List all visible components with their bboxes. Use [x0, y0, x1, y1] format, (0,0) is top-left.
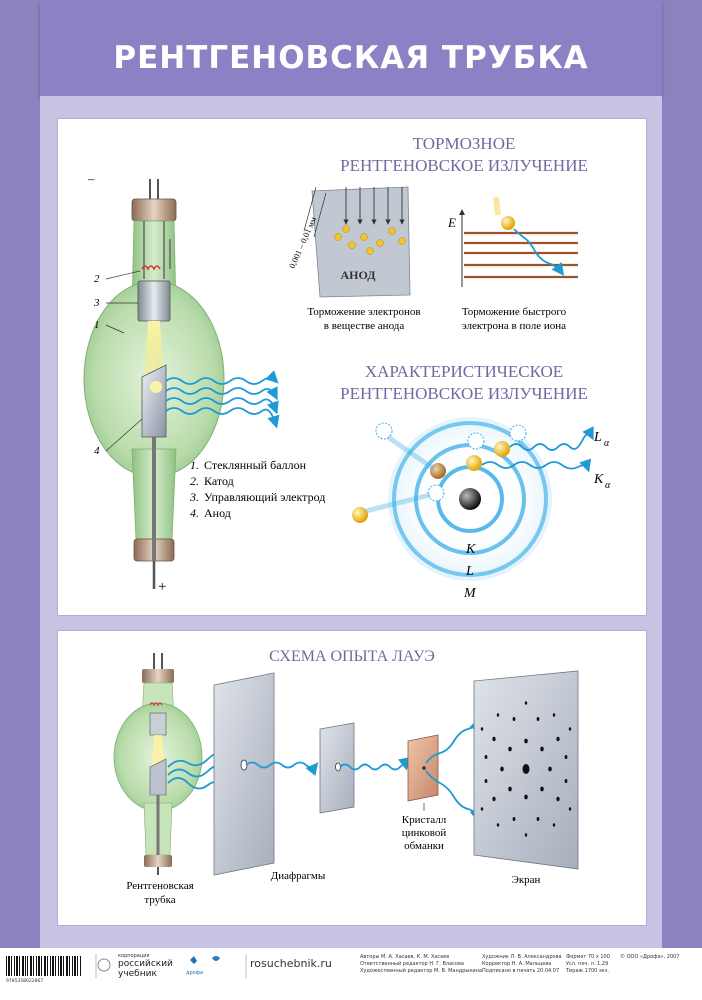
crystal-label-3: обманки [404, 840, 444, 852]
vacancies [375, 422, 527, 502]
line-k-label: K [593, 472, 604, 487]
braking-caption-left-2: в веществе анода [324, 320, 405, 332]
legend-num-4: 4. [190, 506, 199, 520]
diaphragm-1 [213, 672, 275, 876]
line-l-alpha: α [604, 438, 610, 449]
credits-col1-line3: Художественный редактор М. В. Мандрыкина [360, 968, 482, 974]
bottom-panel: СХЕМА ОПЫТА ЛАУЭ Рентгеновская трубка Ди… [57, 630, 647, 926]
diaphragms-label: Диафрагмы [271, 870, 326, 882]
barcode [6, 956, 81, 976]
tube-number-3: 3 [93, 297, 100, 309]
brand-line-1: российский [118, 959, 173, 969]
laue-diffracted-rays [425, 717, 482, 823]
braking-heading-2: РЕНТГЕНОВСКОЕ ИЗЛУЧЕНИЕ [340, 156, 588, 175]
braking-electrons [334, 225, 406, 255]
tube-label-1: Рентгеновская [126, 880, 193, 892]
bird-logo-icon [190, 956, 197, 964]
braking-caption-right-2: электрона в поле иона [462, 320, 566, 332]
legend-num-1: 1. [190, 458, 199, 472]
laue-diagram: СХЕМА ОПЫТА ЛАУЭ Рентгеновская трубка Ди… [113, 648, 579, 906]
braking-caption-left-1: Торможение электронов [307, 306, 420, 318]
legend-text-4: Анод [204, 506, 231, 520]
incoming-electron [352, 507, 368, 523]
rf-logo-icon [97, 958, 111, 972]
energy-label: E [447, 215, 456, 230]
credits-col1-line2: Ответственный редактор Н. Г. Власова [360, 961, 464, 967]
leaf-logo-icon [212, 956, 220, 961]
characteristic-section: ХАРАКТЕРИСТИЧЕСКОЕ РЕНТГЕНОВСКОЕ ИЗЛУЧЕН… [340, 362, 611, 601]
copyright: © ООО «Дрофа», 2007 [620, 954, 680, 960]
tube-number-2: 2 [94, 273, 100, 285]
barcode-number: 9785358022867 [6, 979, 44, 984]
title-bar: РЕНТГЕНОВСКАЯ ТРУБКА [40, 0, 662, 96]
tube-number-4: 4 [94, 445, 100, 457]
plus-sign: + [158, 579, 166, 595]
legend-text-2: Катод [204, 474, 234, 488]
characteristic-heading-2: РЕНТГЕНОВСКОЕ ИЗЛУЧЕНИЕ [340, 384, 588, 403]
shell-electron-1 [466, 455, 482, 471]
characteristic-rays [481, 426, 594, 473]
credits-col2-line2: Корректор Н. А. Мальцева [482, 961, 552, 967]
braking-heading-1: ТОРМОЗНОЕ [413, 134, 516, 153]
footer: 9785358022867 корпорация российский учеб… [0, 948, 702, 1000]
energy-diagram: E Торможение быстрого электрона в поле и… [447, 196, 578, 332]
legend-text-3: Управляющий электрод [204, 490, 325, 504]
legend-num-3: 3. [189, 490, 199, 504]
line-k-alpha: α [605, 480, 611, 491]
shell-m-label: M [463, 586, 477, 601]
tube-xray-rays [165, 370, 280, 429]
braking-section: ТОРМОЗНОЕ РЕНТГЕНОВСКОЕ ИЗЛУЧЕНИЕ 0,001 … [287, 134, 588, 332]
brand-line-2: учебник [118, 969, 157, 979]
website-link[interactable]: rosuchebnik.ru [250, 957, 332, 970]
ejected-electron [430, 463, 446, 479]
nucleus [459, 488, 481, 510]
tube-label-2: трубка [144, 894, 175, 906]
top-panel: – + 2 3 1 4 1. Стеклянный баллон 2. Като… [57, 118, 647, 616]
credits-col1-line1: Авторы М. А. Хасаев, К. М. Хасаев [360, 954, 450, 960]
braking-caption-right-1: Торможение быстрого [462, 306, 567, 318]
crystal-label-1: Кристалл [402, 814, 447, 826]
shell-electron-2 [494, 441, 510, 457]
footer-graphics [6, 954, 247, 978]
shell-l-label: L [465, 564, 474, 579]
legend-text-1: Стеклянный баллон [204, 458, 307, 472]
anode-block [311, 186, 411, 298]
characteristic-heading-1: ХАРАКТЕРИСТИЧЕСКОЕ [365, 362, 563, 381]
minus-sign: – [87, 171, 95, 186]
publisher-name: дрофа [186, 970, 204, 976]
credits-col2-line1: Художник Л. В. Александрова [482, 954, 562, 960]
laue-spots [480, 701, 572, 837]
laue-tube: Рентгеновская трубка [113, 653, 203, 906]
credits-col3-line3: Тираж 1700 экз. [566, 968, 609, 974]
screen-label: Экран [512, 874, 541, 886]
incident-electrons [343, 187, 405, 225]
legend-num-2: 2. [190, 474, 199, 488]
fast-electron [501, 216, 515, 230]
credits-col2-line3: Подписано в печать 20.04.07 [482, 968, 560, 974]
shell-k-label: K [465, 542, 476, 557]
laue-heading: СХЕМА ОПЫТА ЛАУЭ [269, 648, 435, 665]
xray-tube: – + 2 3 1 4 [83, 171, 225, 595]
line-l-label: L [593, 430, 602, 445]
depth-label: 0,001 – 0,01 мм [287, 215, 319, 270]
top-panel-diagram: – + 2 3 1 4 1. Стеклянный баллон 2. Като… [83, 134, 611, 601]
credits-col3-line1: Формат 70 x 100 [566, 954, 610, 960]
brand-small: корпорация [118, 953, 150, 959]
page-title: РЕНТГЕНОВСКАЯ ТРУБКА [113, 40, 589, 76]
tube-number-1: 1 [94, 319, 100, 331]
crystal-label-2: цинковой [402, 827, 447, 839]
tube-legend: 1. Стеклянный баллон 2. Катод 3. Управля… [189, 458, 325, 520]
credits-col3-line2: Усл. печ. л. 1,29 [566, 961, 609, 967]
anode-label: АНОД [341, 268, 377, 282]
